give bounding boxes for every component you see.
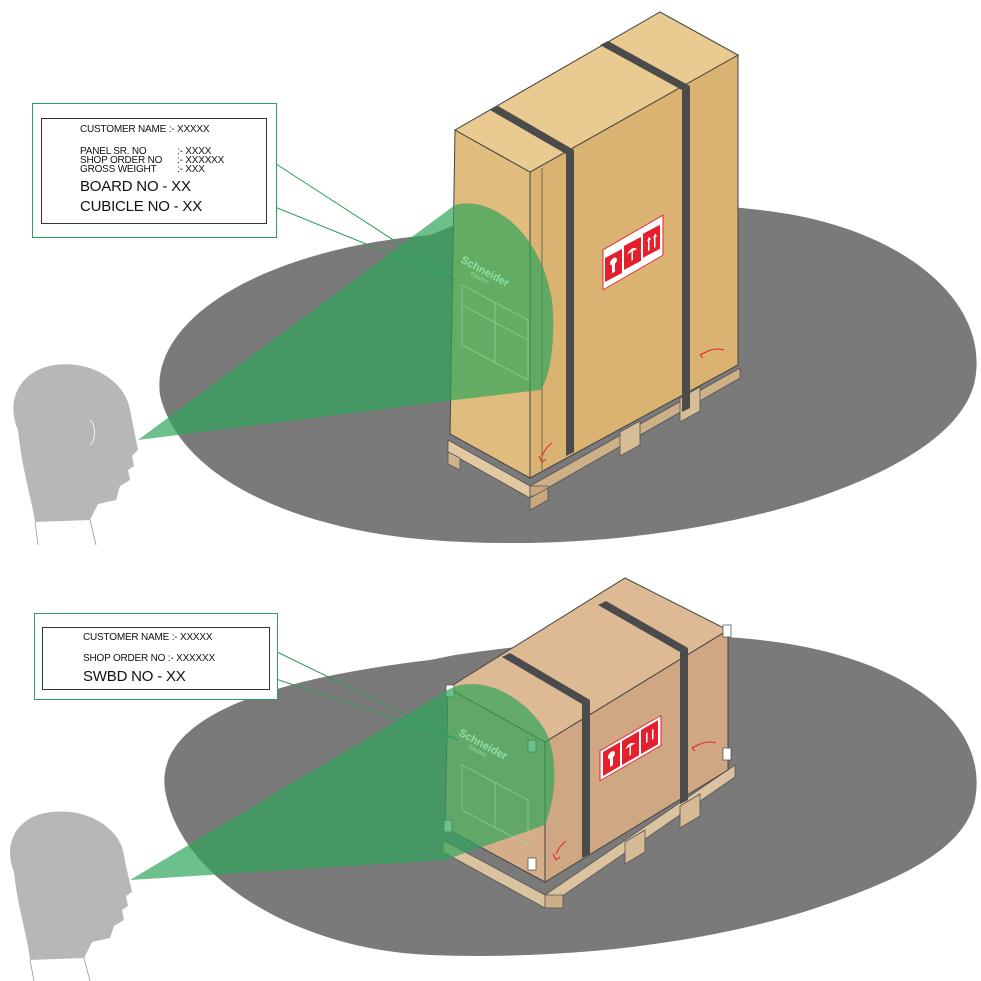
fragile-warning-label-bottom (599, 714, 662, 782)
shop-order-value-top: :- XXXXXX (177, 155, 225, 166)
package-doc-top (461, 284, 529, 381)
fragile-warning-label-top (602, 214, 664, 291)
straps-bottom (502, 601, 688, 858)
person-head-top (13, 364, 138, 546)
leader-lines-bottom (272, 649, 459, 741)
handling-arrow-bottom (552, 741, 717, 861)
view-cone-bottom (130, 683, 555, 880)
gross-weight-label: GROSS WEIGHT (80, 164, 157, 175)
box-top-lid (453, 11, 740, 173)
panel-sr-value: :- XXXX (177, 146, 212, 157)
customer-name-bottom: CUSTOMER NAME :- XXXXX (83, 632, 213, 643)
customer-name-top: CUSTOMER NAME :- XXXXX (80, 124, 210, 135)
swbd-no: SWBD NO - XX (83, 668, 186, 685)
shop-order-bottom: SHOP ORDER NO :- XXXXXX (83, 653, 215, 664)
panel-sr-label: PANEL SR. NO (80, 146, 147, 157)
person-head-bottom (10, 811, 132, 981)
shipping-label-top: CUSTOMER NAME :- XXXXX PANEL SR. NO :- X… (41, 118, 267, 224)
cubicle-no: CUBICLE NO - XX (80, 198, 203, 215)
view-cone-top (138, 203, 554, 440)
handling-arrow-top (538, 348, 725, 463)
bottom-scene: Schneider Electric (10, 577, 977, 981)
shipping-label-bottom: CUSTOMER NAME :- XXXXX SHOP ORDER NO :- … (42, 627, 270, 690)
shipping-label-callout-top: CUSTOMER NAME :- XXXXX PANEL SR. NO :- X… (32, 103, 277, 238)
shipping-label-callout-bottom: CUSTOMER NAME :- XXXXX SHOP ORDER NO :- … (34, 613, 278, 700)
leader-lines-top (269, 159, 456, 281)
gross-weight-value: :- XXX (177, 164, 205, 175)
shop-order-label-top: SHOP ORDER NO (80, 155, 163, 166)
straps-top (490, 41, 690, 456)
board-no: BOARD NO - XX (80, 178, 191, 195)
top-scene: Schneider Electric (13, 11, 977, 546)
package-doc-bottom (461, 764, 529, 846)
